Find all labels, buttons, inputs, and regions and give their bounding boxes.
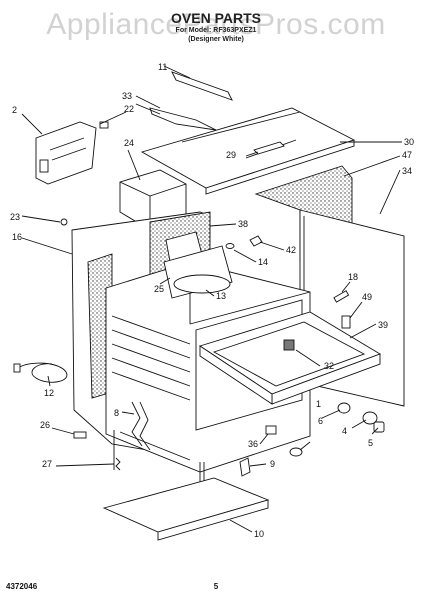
part-12-power-cord: [13, 362, 68, 383]
callout-18: 18: [348, 272, 358, 282]
callout-23: 23: [10, 212, 20, 222]
callout-38: 38: [238, 219, 248, 229]
callout-8: 8: [114, 408, 119, 418]
part-9-leg: [239, 457, 251, 477]
callout-25: 25: [154, 284, 164, 294]
page-number: 5: [213, 582, 219, 591]
callout-6: 6: [318, 416, 323, 426]
document-number: 4372046: [6, 582, 38, 591]
part-6-knob: [337, 402, 351, 414]
callout-11: 11: [158, 62, 167, 72]
part-26-plate: [73, 431, 87, 439]
part-11-bracket: [171, 71, 233, 101]
part-30-top-panel: [140, 107, 356, 195]
callout-1: 1: [316, 399, 321, 409]
part-27-spring: [115, 457, 121, 471]
part-33-strap: [149, 107, 217, 131]
callout-33: 33: [122, 91, 132, 101]
callout-16: 16: [12, 232, 22, 242]
callout-36: 36: [248, 439, 258, 449]
part-42-fitting: [249, 235, 263, 247]
part-49-bracket: [341, 315, 351, 329]
part-39-oven-door: [198, 311, 382, 405]
model-line: For Model: RF363PXEZ1: [175, 27, 257, 34]
callout-26: 26: [40, 420, 50, 430]
part-8-wire-harness: [131, 401, 151, 451]
callout-14: 14: [258, 257, 268, 267]
part-1-valve: [289, 447, 303, 457]
callout-49: 49: [362, 292, 372, 302]
callout-22: 22: [124, 104, 134, 114]
part-2-vent-bracket: [35, 121, 97, 185]
part-36-switch: [265, 425, 277, 435]
callout-27: 27: [42, 459, 52, 469]
callout-34: 34: [402, 166, 412, 176]
part-10-drawer-panel: [102, 477, 270, 541]
callout-29: 29: [226, 150, 236, 160]
part-23-screw: [60, 218, 68, 226]
part-callouts: 11 33 2 22 30 29 47 24 34 23 16 38 42 14…: [10, 62, 414, 539]
callout-9: 9: [270, 459, 275, 469]
callout-5: 5: [368, 438, 373, 448]
callout-32: 32: [324, 361, 334, 371]
part-13-burner: [173, 274, 231, 294]
part-18-igniter: [333, 290, 350, 303]
diagram-subtitle: For Model: RF363PXEZ1 (Designer White): [0, 26, 432, 44]
callout-2: 2: [12, 105, 17, 115]
callout-24: 24: [124, 138, 134, 148]
part-24-vent-duct: [119, 169, 187, 231]
watermark: AppliancePartsPros.com: [46, 8, 386, 41]
part-22-clip: [99, 121, 109, 129]
callout-13: 13: [216, 291, 226, 301]
callout-4: 4: [342, 426, 347, 436]
diagram-title: OVEN PARTS: [171, 10, 261, 26]
callout-30: 30: [404, 137, 414, 147]
callout-39: 39: [378, 320, 388, 330]
callout-47: 47: [402, 150, 412, 160]
callout-42: 42: [286, 245, 296, 255]
callout-10: 10: [254, 529, 264, 539]
callout-12: 12: [44, 388, 54, 398]
part-14-nut: [225, 243, 235, 249]
part-4-knob: [362, 411, 378, 425]
color-line: (Designer White): [188, 36, 244, 43]
